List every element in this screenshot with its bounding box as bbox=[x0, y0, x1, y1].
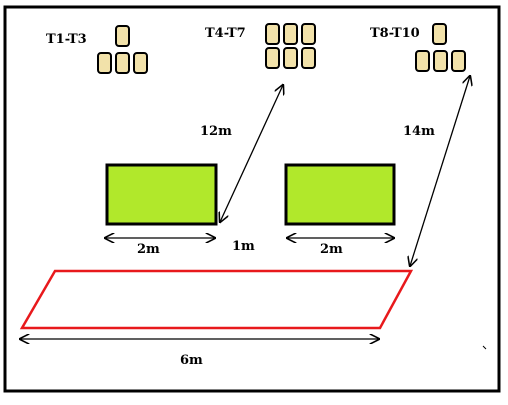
label-14m: 14m bbox=[403, 124, 435, 139]
label-2m-right: 2m bbox=[320, 242, 343, 257]
tile-icon bbox=[451, 50, 466, 72]
group-icons-t4-t7 bbox=[265, 23, 316, 69]
group-icons-t8-t10 bbox=[415, 23, 466, 72]
stray-mark bbox=[482, 345, 487, 350]
green-box-left bbox=[105, 163, 218, 226]
tile-icon bbox=[115, 25, 130, 47]
tile-icon bbox=[415, 50, 430, 72]
dimension-arrow-12m bbox=[220, 85, 283, 222]
red-parallelogram-zone bbox=[19, 269, 414, 330]
tile-icon bbox=[97, 52, 112, 74]
group-label-t8-t10: T8-T10 bbox=[370, 26, 420, 41]
tile-icon bbox=[283, 23, 298, 45]
label-2m-left: 2m bbox=[137, 242, 160, 257]
tile-icon bbox=[301, 23, 316, 45]
tile-icon bbox=[115, 52, 130, 74]
label-6m: 6m bbox=[180, 353, 203, 368]
tile-icon bbox=[301, 47, 316, 69]
group-label-t1-t3: T1-T3 bbox=[46, 32, 87, 47]
label-1m: 1m bbox=[232, 239, 255, 254]
tile-icon bbox=[283, 47, 298, 69]
group-label-t4-t7: T4-T7 bbox=[205, 26, 246, 41]
tile-icon bbox=[133, 52, 148, 74]
outer-frame bbox=[3, 5, 501, 393]
dimension-arrow-14m bbox=[410, 76, 470, 266]
label-12m: 12m bbox=[200, 124, 232, 139]
tile-icon bbox=[265, 23, 280, 45]
tile-icon bbox=[265, 47, 280, 69]
green-box-right bbox=[284, 163, 396, 226]
tile-icon bbox=[433, 50, 448, 72]
tile-icon bbox=[432, 23, 447, 45]
group-icons-t1-t3 bbox=[97, 25, 148, 74]
